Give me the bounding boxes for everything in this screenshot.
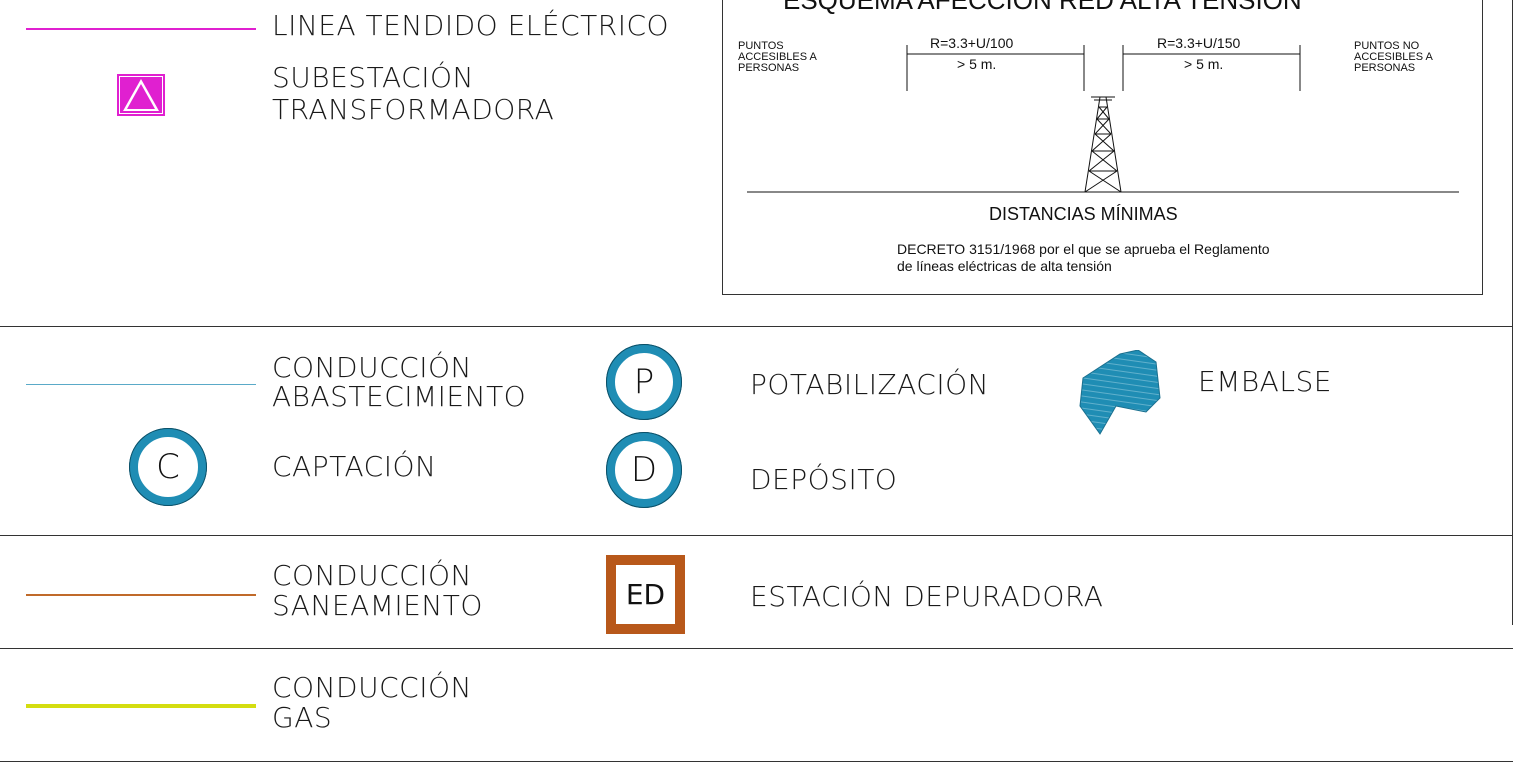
deposit-label: DEPÓSITO xyxy=(750,463,898,496)
deposit-symbol: D xyxy=(630,450,658,490)
treatment-plant-symbol: ED xyxy=(625,578,666,611)
scheme-right-distance: > 5 m. xyxy=(1184,56,1224,72)
scheme-right-zone-3: PERSONAS xyxy=(1354,62,1416,74)
substation-icon xyxy=(117,74,165,116)
captation-symbol: C xyxy=(156,447,180,487)
water-conduction-label-1: CONDUCCIÓN xyxy=(272,351,472,384)
scheme-right-zone-2: ACCESIBLES A xyxy=(1354,51,1433,63)
pylon-diagram xyxy=(747,45,1459,193)
section-divider-1 xyxy=(0,326,1513,327)
gas-conduction-symbol xyxy=(26,704,256,708)
sanitation-conduction-label-1: CONDUCCIÓN xyxy=(272,559,472,592)
water-conduction-label-2: ABASTECIMIENTO xyxy=(272,380,527,413)
potabilization-label: POTABILIZACIÓN xyxy=(750,368,990,401)
reservoir-icon xyxy=(1079,350,1161,435)
gas-conduction-label-1: CONDUCCIÓN xyxy=(272,671,472,704)
sanitation-conduction-label-2: SANEAMIENTO xyxy=(272,589,483,622)
treatment-plant-label: ESTACIÓN DEPURADORA xyxy=(750,580,1104,613)
scheme-decree-2: de líneas eléctricas de alta tensión xyxy=(897,258,1112,274)
treatment-plant-symbol-box: ED xyxy=(616,565,675,624)
treatment-plant-icon: ED xyxy=(606,555,685,634)
deposit-icon: D xyxy=(606,432,682,508)
water-conduction-symbol xyxy=(26,384,256,385)
scheme-left-distance: > 5 m. xyxy=(957,56,997,72)
electric-line-label: LINEA TENDIDO ELÉCTRICO xyxy=(272,9,670,42)
electric-line-symbol xyxy=(26,28,256,30)
section-divider-2 xyxy=(0,535,1513,536)
substation-label-1: SUBESTACIÓN xyxy=(272,61,474,94)
right-border xyxy=(1512,0,1513,625)
scheme-title: ESQUEMA AFECCIÓN RED ALTA TENSIÓN xyxy=(783,0,1302,15)
scheme-left-zone-2: ACCESIBLES A xyxy=(738,51,817,63)
scheme-right-formula: R=3.3+U/150 xyxy=(1157,35,1241,51)
section-divider-4 xyxy=(0,761,1513,762)
gas-conduction-label-2: GAS xyxy=(272,701,333,734)
reservoir-label: EMBALSE xyxy=(1198,365,1332,398)
potabilization-symbol: P xyxy=(633,362,655,402)
scheme-left-zone-1: PUNTOS xyxy=(738,40,784,52)
captation-label: CAPTACIÓN xyxy=(272,450,437,483)
scheme-box: ESQUEMA AFECCIÓN RED ALTA TENSIÓN PUNTOS… xyxy=(722,0,1483,295)
scheme-left-zone-3: PERSONAS xyxy=(738,62,800,74)
sanitation-conduction-symbol xyxy=(26,594,256,596)
scheme-left-formula: R=3.3+U/100 xyxy=(930,35,1014,51)
scheme-subtitle: DISTANCIAS MÍNIMAS xyxy=(989,204,1178,224)
section-divider-3 xyxy=(0,648,1513,649)
substation-label-2: TRANSFORMADORA xyxy=(272,93,555,126)
captation-icon: C xyxy=(129,428,207,506)
scheme-decree-1: DECRETO 3151/1968 por el que se aprueba … xyxy=(897,241,1270,257)
scheme-right-zone-1: PUNTOS NO xyxy=(1354,40,1420,52)
potabilization-icon: P xyxy=(606,344,682,420)
